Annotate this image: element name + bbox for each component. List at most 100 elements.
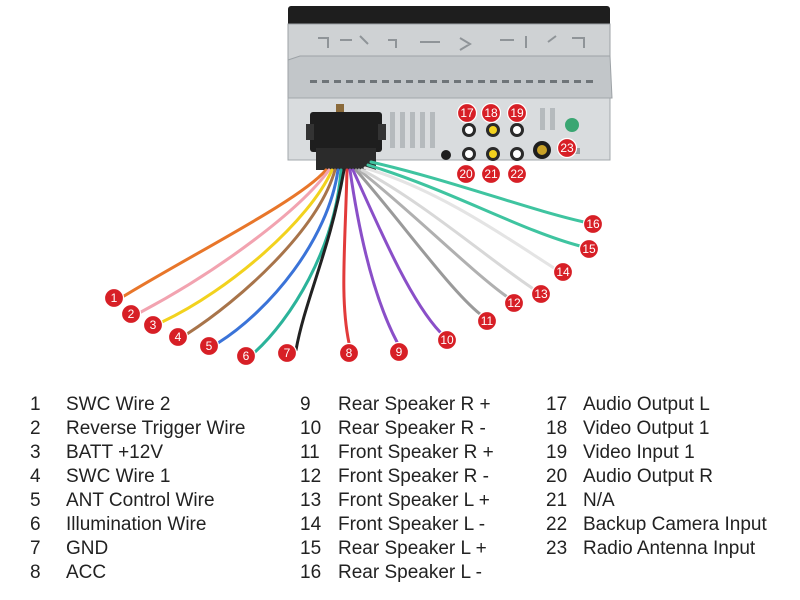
legend-label: Video Output 1 <box>583 418 710 439</box>
legend-number: 16 <box>300 562 322 583</box>
marker-number: 6 <box>243 349 250 363</box>
wire-13 <box>360 168 534 290</box>
marker-number: 7 <box>284 346 291 360</box>
legend-label: Audio Output R <box>583 466 713 487</box>
legend-label: N/A <box>583 490 615 511</box>
legend-item: 10 Rear Speaker R - <box>300 417 494 441</box>
legend-number: 10 <box>300 418 322 439</box>
legend-label: Video Input 1 <box>583 442 695 463</box>
wire-1 <box>122 168 328 298</box>
marker-circle <box>506 102 528 124</box>
marker-number: 19 <box>510 106 524 120</box>
legend-number: 2 <box>30 418 41 439</box>
legend-label: Rear Speaker L - <box>338 562 482 583</box>
marker-circle <box>578 238 600 260</box>
legend-label: Rear Speaker L + <box>338 538 487 559</box>
legend-item: 11 Front Speaker R + <box>300 441 494 465</box>
legend-number: 18 <box>546 418 568 439</box>
wire-4 <box>185 168 337 336</box>
legend-number: 20 <box>546 466 568 487</box>
rca-jacks <box>462 123 524 161</box>
legend-number: 13 <box>300 490 322 511</box>
legend-label: SWC Wire 1 <box>66 466 171 487</box>
marker-number: 10 <box>440 333 454 347</box>
legend-number: 11 <box>300 442 320 463</box>
marker-number: 18 <box>484 106 498 120</box>
wire-9 <box>348 168 399 344</box>
wire-3 <box>160 168 334 324</box>
marker-19: 19 <box>506 102 528 124</box>
marker-circle <box>455 163 477 185</box>
legend-number: 4 <box>30 466 41 487</box>
legend-item: 4 SWC Wire 1 <box>30 465 246 489</box>
legend-number: 3 <box>30 442 41 463</box>
legend-label: ANT Control Wire <box>66 490 215 511</box>
marker-circle <box>556 137 578 159</box>
legend-item: 13 Front Speaker L + <box>300 489 494 513</box>
legend-number: 9 <box>300 394 311 415</box>
legend-label: Rear Speaker R - <box>338 418 486 439</box>
legend-label: Front Speaker L + <box>338 490 490 511</box>
legend-item: 9 Rear Speaker R + <box>300 393 494 417</box>
wire-10 <box>351 168 442 334</box>
legend-label: Front Speaker R + <box>338 442 494 463</box>
wire-14 <box>363 166 556 270</box>
marker-23: 23 <box>556 137 578 159</box>
marker-10: 10 <box>436 329 458 351</box>
marker-number: 2 <box>128 307 135 321</box>
marker-21: 21 <box>480 163 502 185</box>
marker-circle <box>480 102 502 124</box>
marker-13: 13 <box>530 283 552 305</box>
legend-label: Front Speaker R - <box>338 466 489 487</box>
marker-6: 6 <box>235 345 257 367</box>
legend-label: Rear Speaker R + <box>338 394 491 415</box>
legend-number: 1 <box>30 394 41 415</box>
wire-16 <box>369 160 586 224</box>
marker-number: 16 <box>586 217 600 231</box>
marker-8: 8 <box>338 342 360 364</box>
wire-6 <box>253 168 343 354</box>
marker-11: 11 <box>476 310 498 332</box>
marker-number: 5 <box>206 339 213 353</box>
wire-15 <box>366 163 582 248</box>
legend-label: ACC <box>66 562 107 583</box>
wire-11 <box>354 168 482 316</box>
legend-label: GND <box>66 538 109 559</box>
marker-number: 4 <box>175 330 182 344</box>
marker-circle <box>582 213 604 235</box>
marker-circle <box>167 326 189 348</box>
recycle-logo <box>565 118 579 132</box>
legend-label: Front Speaker L - <box>338 514 486 535</box>
legend-label: BATT +12V <box>66 442 163 463</box>
marker-number: 11 <box>481 314 494 328</box>
marker-circle <box>198 335 220 357</box>
marker-circle <box>338 342 360 364</box>
mic-jack <box>441 150 451 160</box>
legend-number: 23 <box>546 538 568 559</box>
wire-12 <box>357 168 508 298</box>
legend-label: Illumination Wire <box>66 514 207 535</box>
marker-16: 16 <box>582 213 604 235</box>
marker-circle <box>103 287 125 309</box>
marker-15: 15 <box>578 238 600 260</box>
antenna-port <box>533 141 551 159</box>
legend-number: 15 <box>300 538 322 559</box>
legend-item: 1 SWC Wire 2 <box>30 393 246 417</box>
legend-label: SWC Wire 2 <box>66 394 171 415</box>
marker-number: 17 <box>460 106 474 120</box>
marker-circle <box>235 345 257 367</box>
marker-9: 9 <box>388 341 410 363</box>
marker-22: 22 <box>506 163 528 185</box>
marker-number: 20 <box>459 167 473 181</box>
